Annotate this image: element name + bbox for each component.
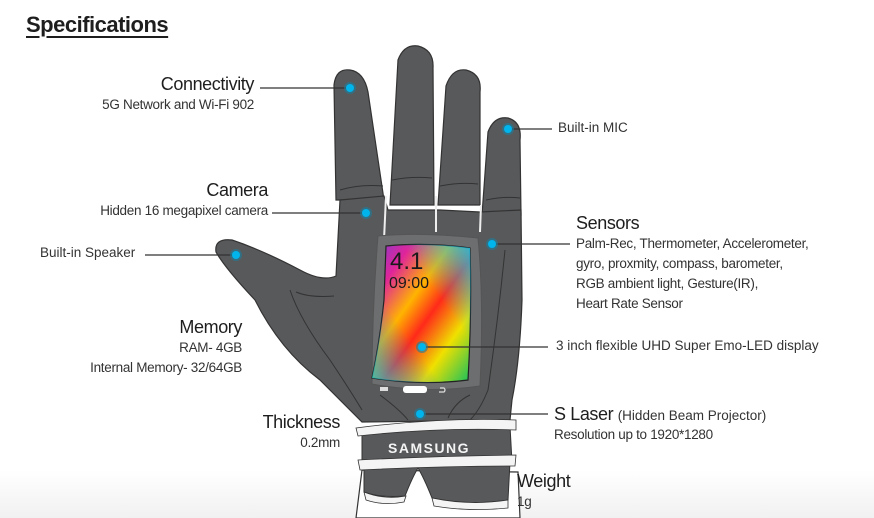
samsung-band [355, 418, 517, 510]
memory-line: RAM- 4GB [179, 340, 242, 355]
menu-key [380, 387, 388, 391]
flexible-display [371, 243, 472, 384]
sensors-dot [486, 238, 498, 250]
memory-line: Internal Memory- 32/64GB [90, 360, 242, 375]
camera-spec: Camera Hidden 16 megapixel camera [100, 180, 268, 221]
display-label: 3 inch flexible UHD Super Emo-LED displa… [556, 338, 819, 353]
connectivity-dot [344, 82, 356, 94]
sensors-line: gyro, proxmity, compass, barometer, [576, 256, 783, 271]
mic-dot [502, 123, 514, 135]
leader-lines [145, 87, 570, 415]
sensors-heading: Sensors [576, 213, 640, 233]
thickness-heading: Thickness [262, 412, 341, 432]
finger-seams [289, 176, 521, 421]
connectivity-heading: Connectivity [160, 74, 255, 94]
mic-label: Built-in MIC [558, 120, 628, 135]
memory-heading: Memory [179, 317, 242, 337]
laser-dot [414, 408, 426, 420]
screen-version: 4.1 [390, 248, 424, 275]
laser-note: (Hidden Beam Projector) [617, 408, 767, 423]
weight-detail: 1g [517, 494, 532, 509]
back-key [439, 387, 446, 393]
connectivity-detail: 5G Network and Wi-Fi 902 [102, 97, 254, 112]
sensors-line: Heart Rate Sensor [576, 296, 683, 311]
speaker-label: Built-in Speaker [40, 245, 136, 260]
screen-time: 09:00 [389, 275, 430, 292]
thickness-detail: 0.2mm [300, 435, 340, 450]
home-key [403, 386, 427, 393]
laser-spec: S Laser (Hidden Beam Projector) Resoluti… [554, 404, 766, 445]
laser-detail: Resolution up to 1920*1280 [554, 427, 713, 442]
laser-heading: S Laser [554, 404, 614, 424]
camera-detail: Hidden 16 megapixel camera [100, 203, 268, 218]
sensors-spec: Sensors Palm-Rec, Thermometer, Accelerom… [576, 213, 809, 314]
weight-spec: Weight 1g [517, 471, 571, 512]
camera-heading: Camera [206, 180, 268, 200]
camera-dot [360, 207, 372, 219]
band-brand: SAMSUNG [388, 440, 471, 456]
sensors-line: RGB ambient light, Gesture(IR), [576, 276, 759, 291]
page-title: Specifications [26, 12, 169, 37]
weight-heading: Weight [517, 471, 571, 491]
thickness-spec: Thickness 0.2mm [262, 412, 341, 453]
sensors-line: Palm-Rec, Thermometer, Accelerometer, [576, 236, 809, 251]
memory-spec: Memory RAM- 4GB Internal Memory- 32/64GB [90, 317, 242, 378]
speaker-dot [230, 249, 242, 261]
display-dot [416, 341, 428, 353]
sensor-dots [230, 82, 514, 420]
connectivity-spec: Connectivity 5G Network and Wi-Fi 902 [102, 74, 254, 115]
